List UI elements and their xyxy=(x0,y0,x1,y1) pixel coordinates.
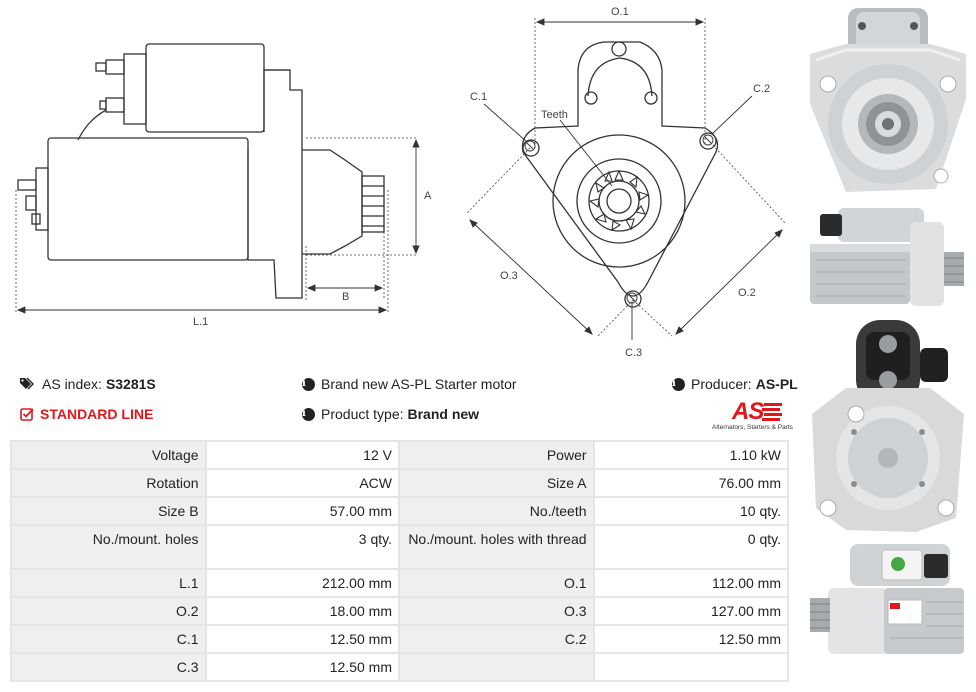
spec-label: C.2 xyxy=(397,624,595,654)
info-icon: i xyxy=(302,407,315,421)
as-index: AS index: S3281S xyxy=(20,376,156,392)
dim-label-b: B xyxy=(342,291,349,303)
dim-label-a: A xyxy=(424,190,432,202)
standard-line: STANDARD LINE xyxy=(20,406,153,422)
spec-value: 0 qty. xyxy=(592,524,790,570)
product-photo-side[interactable] xyxy=(806,200,970,312)
spec-value: 12.50 mm xyxy=(204,652,400,682)
spec-label xyxy=(397,652,595,682)
product-type-label: Product type: xyxy=(321,406,404,422)
spec-value: 76.00 mm xyxy=(592,468,790,498)
product-description: i Brand new AS-PL Starter motor xyxy=(302,376,517,392)
table-row: Size B 57.00 mm No./teeth 10 qty. xyxy=(10,496,790,526)
info-icon: i xyxy=(302,377,315,391)
logo-tagline: Alternators, Starters & Parts xyxy=(712,424,793,431)
spec-label: Rotation xyxy=(10,468,207,498)
dim-label-o3: O.3 xyxy=(500,270,518,282)
spec-label: O.3 xyxy=(397,596,595,626)
spec-label: O.1 xyxy=(397,568,595,598)
spec-value: 127.00 mm xyxy=(592,596,790,626)
spec-value: 3 qty. xyxy=(204,524,400,570)
standard-line-label: STANDARD LINE xyxy=(40,406,154,422)
dim-label-c2: C.2 xyxy=(753,83,770,95)
specs-table: Voltage 12 V Power 1.10 kW Rotation ACW … xyxy=(10,440,790,682)
spec-label: No./teeth xyxy=(397,496,595,526)
producer: i Producer: AS-PL xyxy=(672,376,798,392)
dim-label-l1: L.1 xyxy=(193,316,208,328)
spec-value: 212.00 mm xyxy=(204,568,400,598)
spec-label: L.1 xyxy=(10,568,207,598)
logo-stripes-icon xyxy=(762,403,782,421)
spec-value: 10 qty. xyxy=(592,496,790,526)
spec-label: Size A xyxy=(397,468,595,498)
spec-label: Power xyxy=(397,440,595,470)
producer-value: AS-PL xyxy=(755,376,798,392)
spec-value: 57.00 mm xyxy=(204,496,400,526)
table-row: C.1 12.50 mm C.2 12.50 mm xyxy=(10,624,790,654)
producer-label: Producer: xyxy=(691,376,752,392)
as-index-value: S3281S xyxy=(105,376,156,392)
check-square-icon xyxy=(20,408,34,421)
table-row: C.3 12.50 mm xyxy=(10,652,790,682)
table-row: Rotation ACW Size A 76.00 mm xyxy=(10,468,790,498)
spec-value: 18.00 mm xyxy=(204,596,400,626)
as-index-label: AS index: xyxy=(42,376,102,392)
spec-label: Size B xyxy=(10,496,207,526)
tags-icon xyxy=(20,377,34,390)
spec-label: Voltage xyxy=(10,440,207,470)
table-row: O.2 18.00 mm O.3 127.00 mm xyxy=(10,596,790,626)
product-photo-front[interactable] xyxy=(806,4,970,198)
spec-label: C.3 xyxy=(10,652,207,682)
spec-label: No./mount. holes xyxy=(10,524,207,570)
product-type: i Product type: Brand new xyxy=(302,406,479,422)
dim-label-o2: O.2 xyxy=(738,287,756,299)
product-photo-label-side[interactable] xyxy=(806,540,970,664)
as-pl-logo: AS Alternators, Starters & Parts xyxy=(712,398,793,432)
description-text: Brand new AS-PL Starter motor xyxy=(321,376,517,392)
logo-text: AS xyxy=(732,398,764,425)
spec-value: 12 V xyxy=(204,440,400,470)
dim-label-c1: C.1 xyxy=(470,91,487,103)
spec-value: ACW xyxy=(204,468,400,498)
spec-value: 1.10 kW xyxy=(592,440,790,470)
spec-label: C.1 xyxy=(10,624,207,654)
spec-label: O.2 xyxy=(10,596,207,626)
info-icon: i xyxy=(672,377,685,391)
table-row: L.1 212.00 mm O.1 112.00 mm xyxy=(10,568,790,598)
spec-value: 12.50 mm xyxy=(204,624,400,654)
product-photo-rear[interactable] xyxy=(806,318,970,538)
dim-label-o1: O.1 xyxy=(611,6,629,18)
side-view-drawing: A B L.1 xyxy=(15,43,432,328)
spec-value: 112.00 mm xyxy=(592,568,790,598)
table-row: Voltage 12 V Power 1.10 kW xyxy=(10,440,790,470)
dim-label-teeth: Teeth xyxy=(541,109,568,121)
product-type-value: Brand new xyxy=(407,406,480,422)
table-row: No./mount. holes 3 qty. No./mount. holes… xyxy=(10,524,790,570)
dim-label-c3: C.3 xyxy=(625,347,642,359)
spec-label: No./mount. holes with thread xyxy=(397,524,595,570)
front-view-drawing: O.1 C.1 C.2 Teeth O.3 O.2 C.3 xyxy=(465,6,787,359)
spec-value: 12.50 mm xyxy=(592,624,790,654)
spec-value xyxy=(592,652,790,682)
